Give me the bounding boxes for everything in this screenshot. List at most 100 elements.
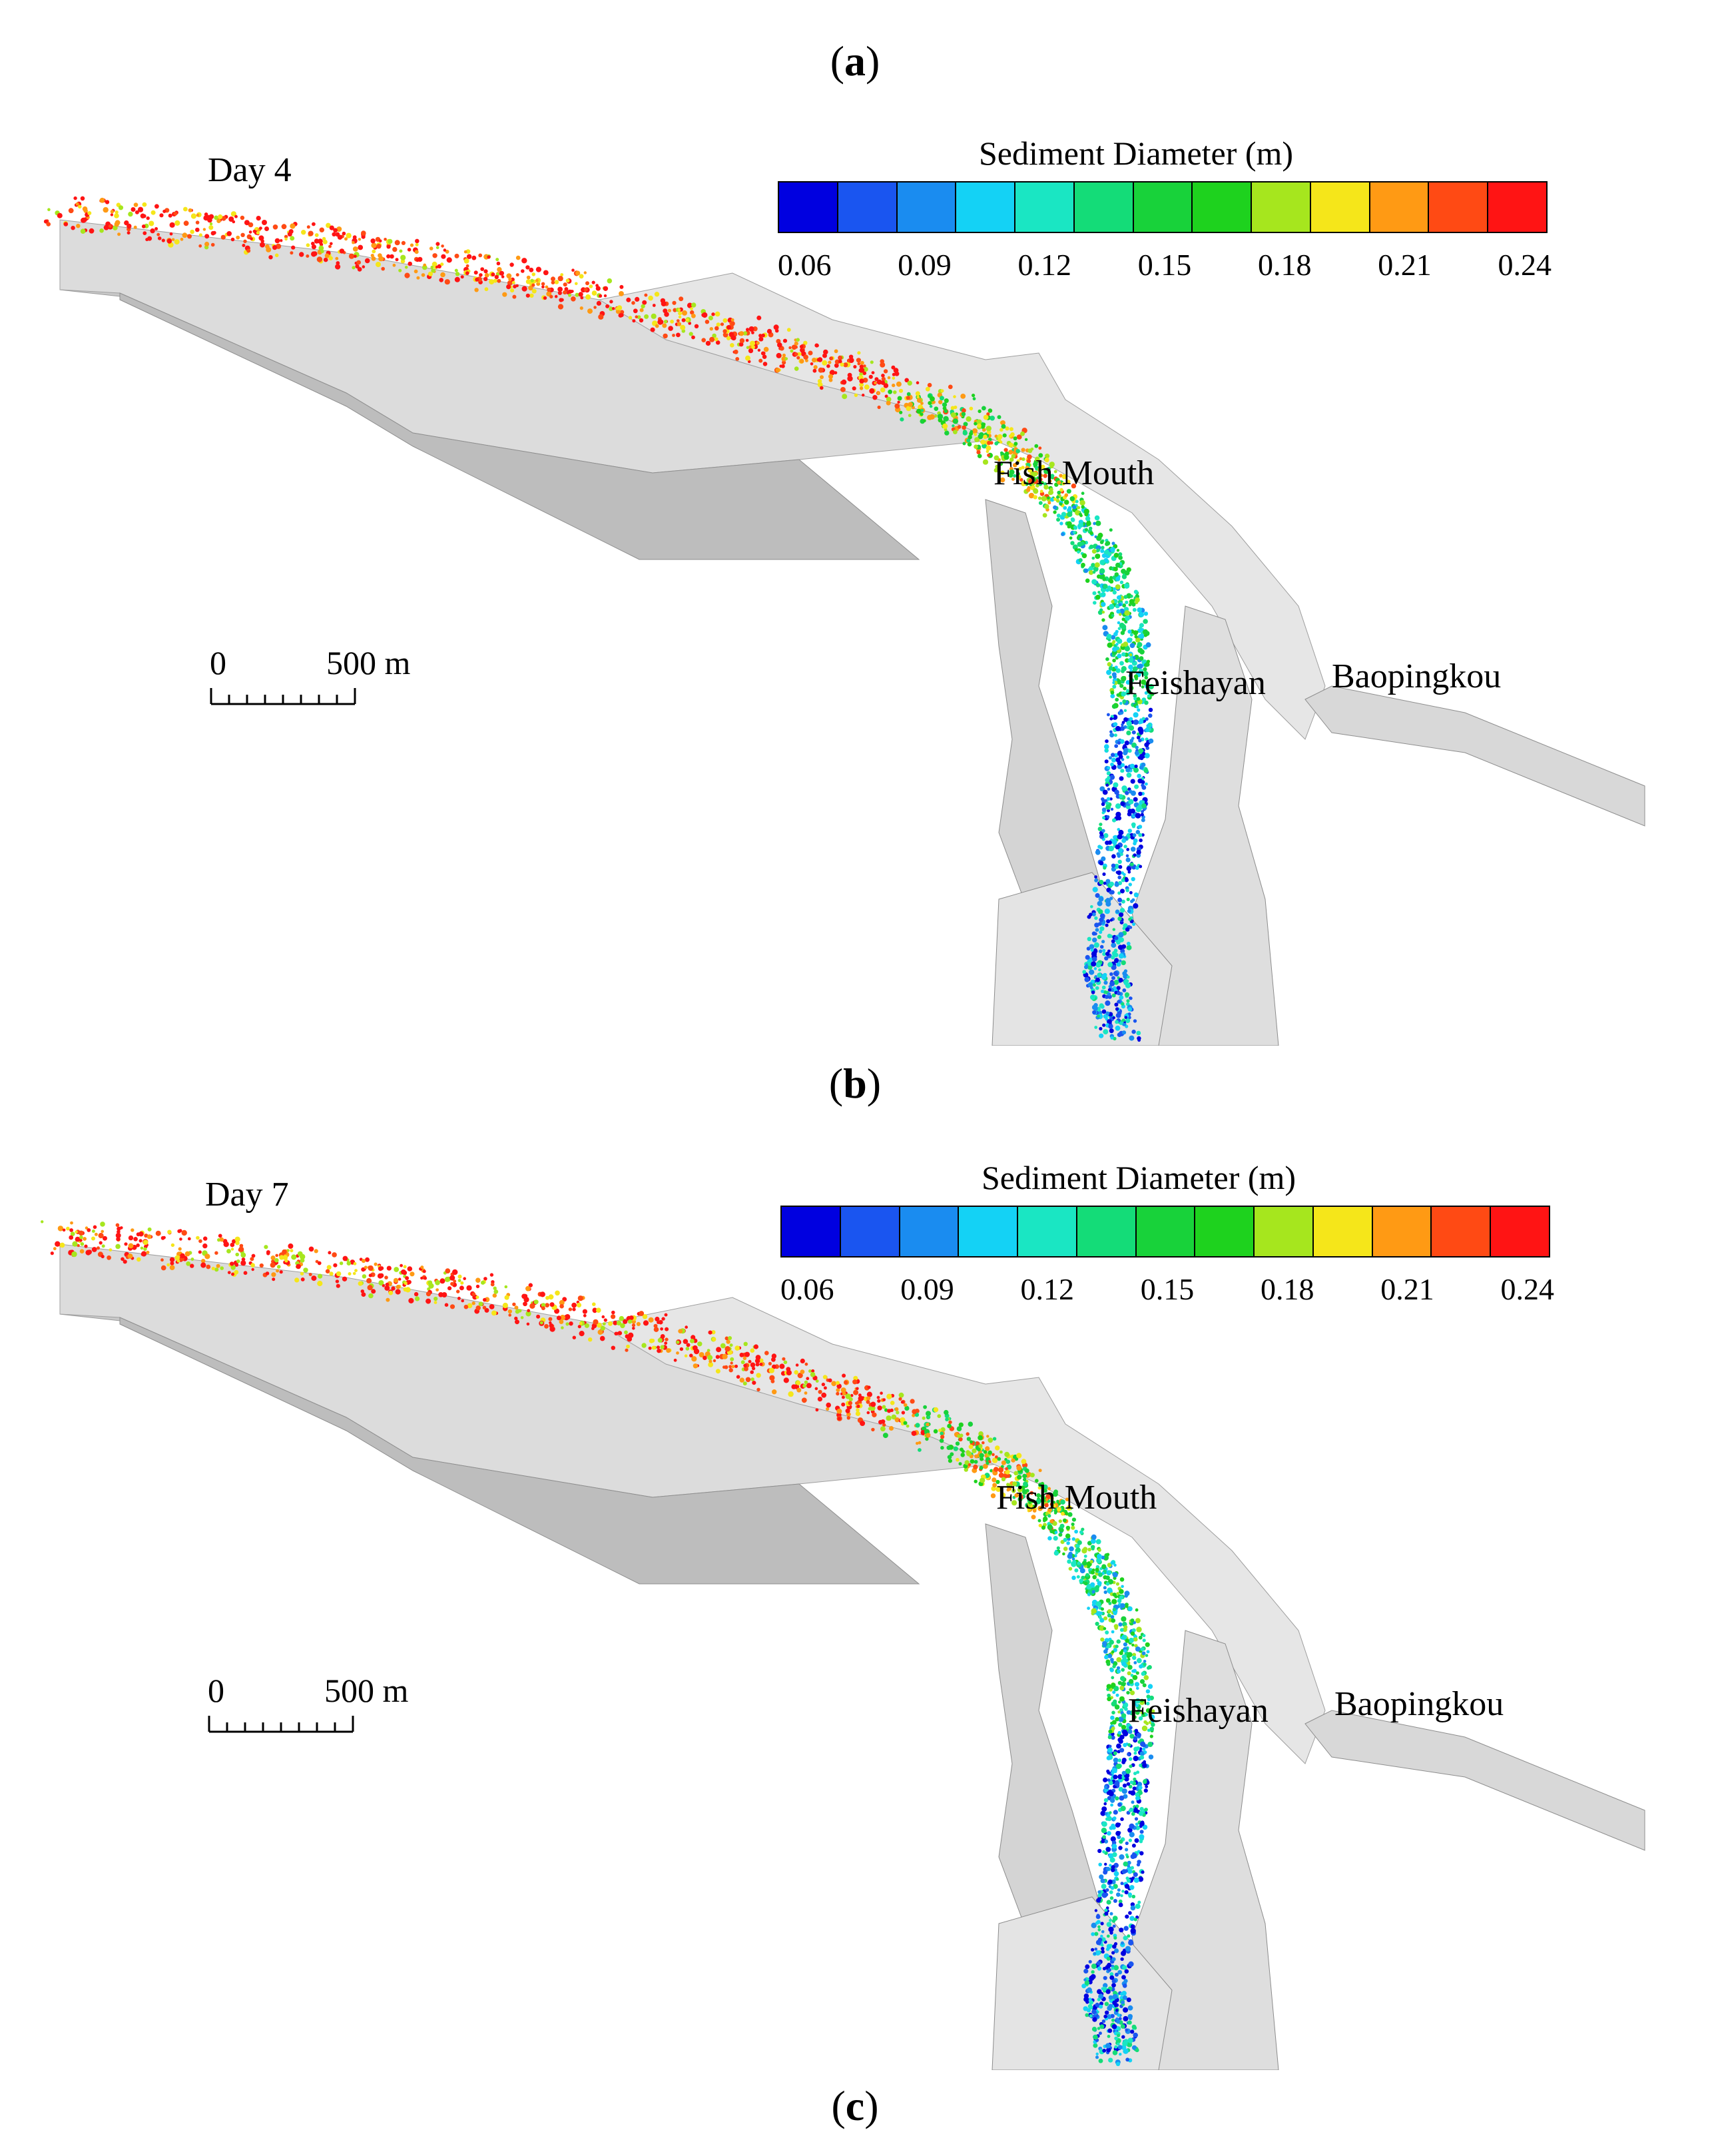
- sediment-particle: [761, 333, 765, 338]
- sediment-particle: [840, 362, 844, 367]
- sediment-particle: [87, 211, 92, 215]
- sediment-particle: [1094, 878, 1098, 883]
- sediment-particle: [1113, 1936, 1117, 1940]
- sediment-particle: [694, 324, 699, 328]
- sediment-particle: [940, 396, 944, 401]
- sediment-particle: [762, 354, 767, 359]
- sediment-particle: [1071, 1537, 1076, 1541]
- sediment-particle: [974, 1459, 978, 1464]
- sediment-particle: [1132, 1852, 1135, 1856]
- sediment-particle: [339, 1261, 344, 1265]
- sediment-particle: [1095, 2055, 1099, 2059]
- sediment-particle: [127, 1254, 133, 1259]
- sediment-particle: [627, 1319, 633, 1324]
- sediment-particle: [1118, 1700, 1121, 1704]
- sediment-particle: [525, 265, 530, 270]
- sediment-particle: [1116, 549, 1120, 552]
- sediment-particle: [214, 1267, 219, 1272]
- sediment-particle: [1107, 662, 1112, 667]
- sediment-particle: [743, 1341, 748, 1346]
- sediment-particle: [99, 1241, 103, 1245]
- sediment-particle: [928, 401, 932, 406]
- sediment-particle: [876, 391, 880, 395]
- sediment-particle: [986, 445, 992, 451]
- sediment-particle: [1121, 871, 1125, 875]
- sediment-particle: [360, 1289, 364, 1293]
- sediment-particle: [204, 212, 208, 216]
- sediment-particle: [271, 1272, 276, 1277]
- sediment-particle: [828, 378, 833, 382]
- sediment-particle: [543, 296, 547, 300]
- terrain-view-day4: [43, 196, 1645, 1046]
- sediment-particle: [507, 1309, 513, 1314]
- sediment-particle: [1142, 1763, 1147, 1768]
- sediment-particle: [173, 211, 178, 216]
- sediment-particle: [1125, 1914, 1129, 1919]
- sediment-particle: [235, 1252, 240, 1257]
- colorbar-swatch: [1136, 1207, 1196, 1256]
- sediment-particle: [184, 1251, 190, 1257]
- sediment-particle: [1115, 643, 1119, 646]
- sediment-particle: [1097, 934, 1101, 939]
- sediment-particle: [274, 1258, 279, 1263]
- sediment-particle: [667, 308, 672, 312]
- sediment-particle: [1115, 576, 1121, 581]
- sediment-particle: [676, 1351, 679, 1355]
- sediment-particle: [1105, 541, 1109, 546]
- sediment-particle: [1074, 1529, 1078, 1534]
- sediment-particle: [677, 322, 682, 326]
- sediment-particle: [611, 307, 615, 310]
- sediment-particle: [1100, 1810, 1106, 1816]
- sediment-particle: [346, 1261, 352, 1265]
- sediment-particle: [1131, 822, 1136, 827]
- sediment-particle: [1017, 1475, 1022, 1480]
- sediment-particle: [596, 1307, 601, 1313]
- sediment-particle: [1124, 619, 1127, 623]
- sediment-particle: [940, 1445, 944, 1450]
- sediment-particle: [756, 341, 760, 345]
- sediment-particle: [250, 1263, 255, 1267]
- sediment-particle: [1099, 1874, 1104, 1880]
- sediment-particle: [1117, 1835, 1121, 1840]
- sediment-particle: [279, 1270, 283, 1274]
- sediment-particle: [63, 222, 69, 226]
- sediment-particle: [1013, 474, 1017, 478]
- sediment-particle: [900, 1417, 906, 1423]
- sediment-particle: [1129, 1726, 1133, 1730]
- sediment-particle: [362, 1259, 366, 1263]
- sediment-particle: [958, 1437, 963, 1442]
- sediment-particle: [1099, 1026, 1103, 1031]
- sediment-particle: [75, 202, 79, 206]
- sediment-particle: [1121, 574, 1127, 579]
- sediment-particle: [1032, 1509, 1037, 1513]
- sediment-particle: [1097, 1928, 1101, 1932]
- sediment-particle: [956, 1457, 960, 1462]
- sediment-particle: [808, 1369, 812, 1373]
- sediment-particle: [335, 1279, 340, 1283]
- sediment-particle: [1027, 454, 1032, 460]
- sediment-particle: [817, 379, 822, 384]
- colorbar-swatch: [1491, 1207, 1549, 1256]
- sediment-particle: [59, 1242, 65, 1248]
- sediment-particle: [1118, 978, 1123, 982]
- sediment-particle: [1142, 1747, 1146, 1751]
- sediment-particle: [709, 327, 714, 331]
- sediment-particle: [1102, 583, 1108, 589]
- sediment-particle: [384, 238, 387, 241]
- sediment-particle: [597, 1329, 603, 1335]
- sediment-particle: [987, 440, 992, 446]
- sediment-particle: [886, 400, 891, 406]
- sediment-particle: [980, 1477, 986, 1483]
- sediment-particle: [391, 1286, 396, 1291]
- sediment-particle: [355, 264, 360, 269]
- sediment-particle: [912, 1409, 918, 1415]
- sediment-particle: [1111, 704, 1117, 709]
- sediment-particle: [1052, 1521, 1057, 1526]
- sediment-particle: [898, 1392, 904, 1398]
- sediment-particle: [641, 304, 645, 309]
- sediment-particle: [402, 1270, 408, 1275]
- sediment-particle: [441, 1292, 447, 1297]
- sediment-particle: [1117, 653, 1122, 659]
- sediment-particle: [997, 434, 1003, 440]
- sediment-particle: [115, 1232, 121, 1238]
